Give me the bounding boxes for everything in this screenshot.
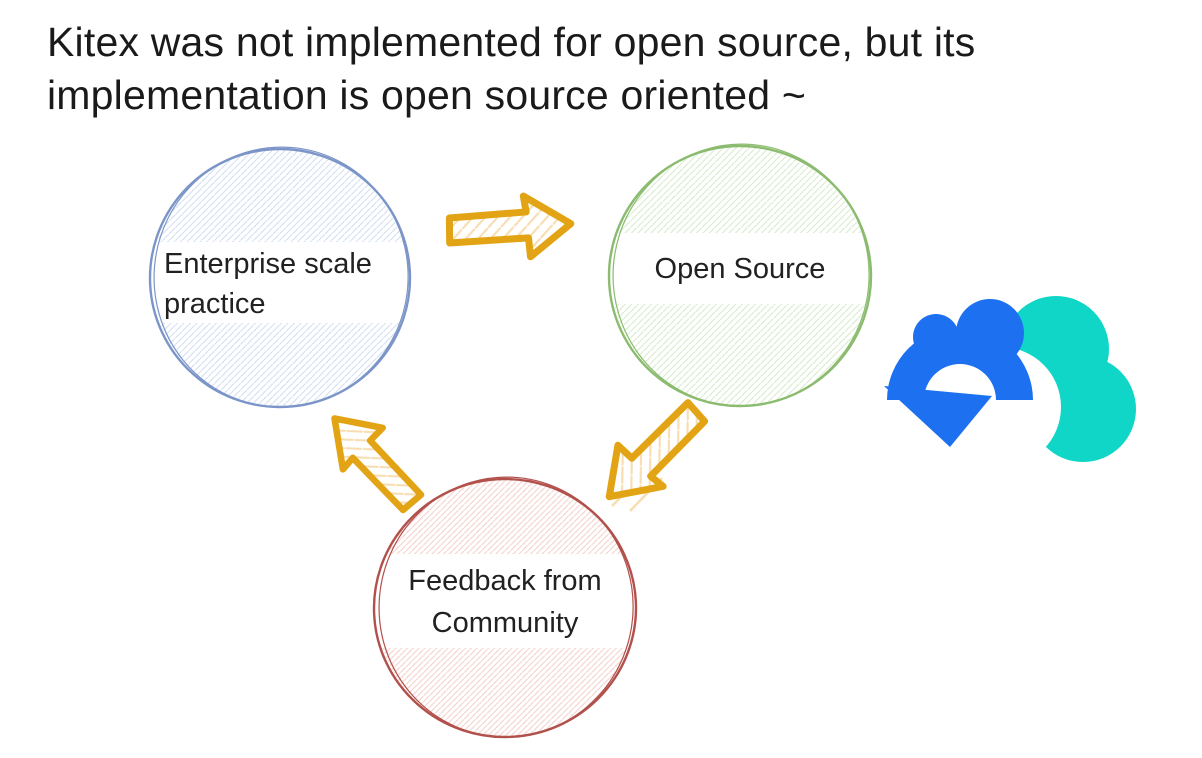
node-circle-enterprise xyxy=(148,146,412,409)
slide-title-line1: Kitex was not implemented for open sourc… xyxy=(47,19,976,65)
enterprise-label-band xyxy=(148,242,412,323)
node-label-enterprise-line1: Enterprise scale xyxy=(164,248,372,280)
node-circle-feedback xyxy=(372,476,638,739)
node-circle-opensource xyxy=(607,143,873,408)
node-label-opensource-line1: Open Source xyxy=(654,253,826,285)
feedback-label-band xyxy=(374,554,636,648)
arrow-enterprise-to-opensource xyxy=(445,192,575,261)
feedback-circle-outline-sketch xyxy=(378,476,634,738)
node-label-feedback: Feedback from Community xyxy=(376,560,634,644)
logo-cloud-bottom-lobe xyxy=(1030,356,1136,462)
arrow-body-outline xyxy=(445,192,575,261)
node-label-opensource: Open Source xyxy=(610,250,870,288)
arrow-body-outline xyxy=(331,415,425,514)
node-label-feedback-line1: Feedback from xyxy=(408,565,602,597)
slide-title-line2: implementation is open source oriented ~ xyxy=(47,72,806,118)
logo-cloud-cutout xyxy=(941,347,1061,467)
node-label-enterprise-line2: practice xyxy=(164,288,266,320)
logo-arrow-head xyxy=(884,386,992,447)
opensource-label-band xyxy=(608,233,872,304)
slide-title: Kitex was not implemented for open sourc… xyxy=(47,16,1167,122)
cloudwego-logo xyxy=(884,296,1136,467)
arrow-feedback-to-enterprise xyxy=(331,415,425,514)
arrow-opensource-to-feedback xyxy=(605,399,709,512)
enterprise-circle-outline-sketch xyxy=(153,146,409,408)
logo-arrow-arch xyxy=(887,327,1033,400)
node-label-enterprise: Enterprise scale practice xyxy=(164,244,410,324)
node-label-feedback-line2: Community xyxy=(431,607,579,639)
opensource-circle-outline-sketch xyxy=(612,143,870,407)
arrow-body-outline xyxy=(605,399,709,501)
